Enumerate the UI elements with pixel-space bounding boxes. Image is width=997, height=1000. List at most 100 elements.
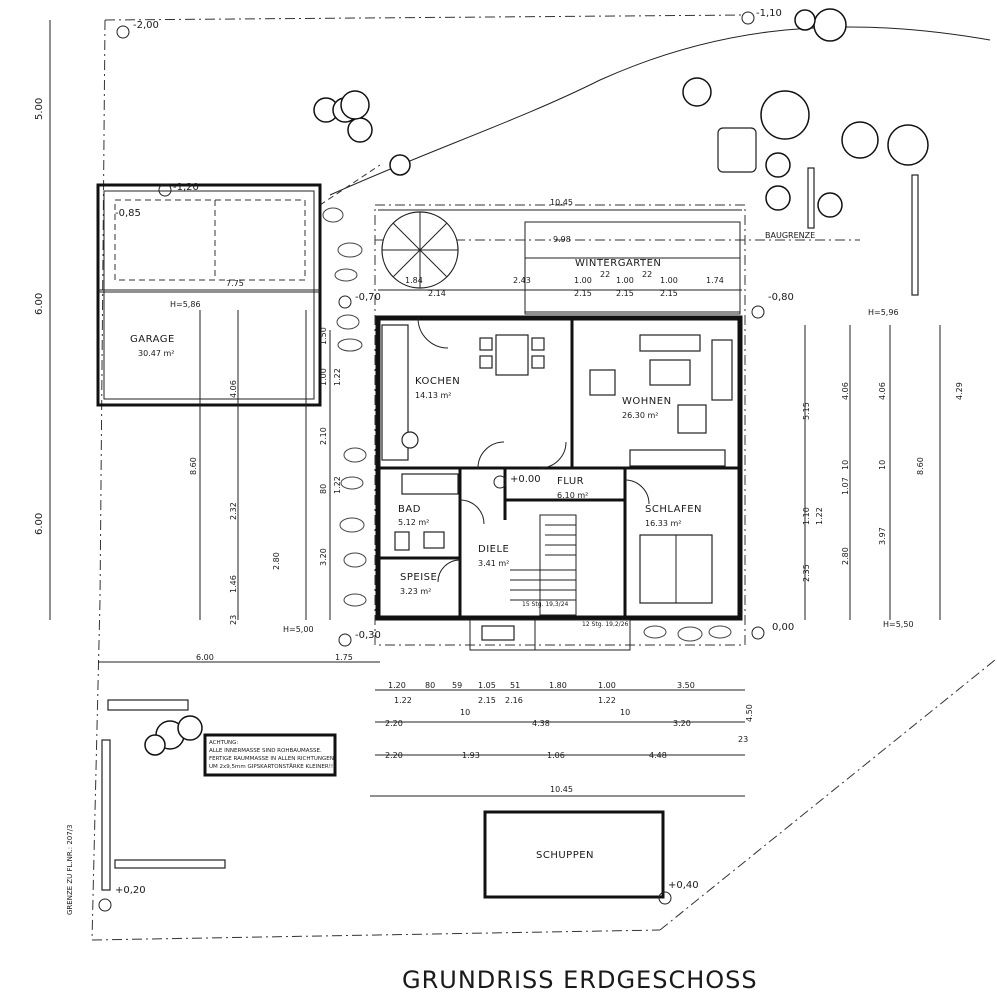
room-label-wintergarten: WINTERGARTEN xyxy=(575,258,661,269)
dimension-text: 2.15 xyxy=(616,289,634,298)
dimension-text: 4.29 xyxy=(955,382,964,400)
dimension-text: 2.35 xyxy=(802,564,811,582)
grenze-label: GRENZE ZU FL.NR.: 207/3 xyxy=(66,824,74,915)
dimension-text: 2.15 xyxy=(574,289,592,298)
dimension-text: 2.15 xyxy=(478,696,496,705)
dimension-text: 80 xyxy=(319,484,328,494)
dimension-text: 1.00 xyxy=(660,276,678,285)
dimension-text: 2.20 xyxy=(385,719,403,728)
room-area-diele: 3.41 m² xyxy=(478,559,509,568)
dimension-text: 80 xyxy=(425,681,435,690)
dimension-text: 23 xyxy=(738,735,748,744)
room-area-schlafen: 16.33 m² xyxy=(645,519,681,528)
height-label: H=5,86 xyxy=(170,300,201,309)
room-label-schlafen: SCHLAFEN xyxy=(645,504,702,515)
furniture xyxy=(381,324,733,641)
drawing-title: GRUNDRISS ERDGESCHOSS xyxy=(402,966,758,994)
dimension-text: 1.75 xyxy=(335,653,353,662)
dimension-text: 1.07 xyxy=(841,477,850,495)
dimension-text: 1.00 xyxy=(574,276,592,285)
height-label: H=5,96 xyxy=(868,308,899,317)
level-text: +0.00 xyxy=(510,474,541,485)
dimension-text: 1.22 xyxy=(815,507,824,525)
house-walls xyxy=(375,315,743,621)
dimension-text: 1.22 xyxy=(333,476,342,494)
dimension-text: 2.80 xyxy=(841,547,850,565)
stair-label: 15 Stg. 19,3/24 xyxy=(522,601,569,608)
baugrenze-label: BAUGRENZE xyxy=(765,231,815,240)
room-label-bad: BAD xyxy=(398,504,421,515)
property-boundary xyxy=(91,14,996,941)
note-text: UM 2x9,5mm GIPSKARTONSTÄRKE KLEINER!! xyxy=(209,763,333,770)
dimension-text: 10 xyxy=(460,708,470,717)
dimension-text: 2.20 xyxy=(385,751,403,760)
room-label-wohnen: WOHNEN xyxy=(622,396,672,407)
room-label-kochen: KOCHEN xyxy=(415,376,460,387)
dimension-text: 2.15 xyxy=(660,289,678,298)
dimension-text: 5.00 xyxy=(34,98,45,120)
dimension-text: 51 xyxy=(510,681,520,690)
room-label-schuppen: SCHUPPEN xyxy=(536,850,594,861)
dimension-texts: 10.45 9.98 7.75 1.84 2.14 2.43 1.00 22 1… xyxy=(34,98,964,794)
note-text: FERTIGE RAUMMASSE IN ALLEN RICHTUNGEN xyxy=(209,756,334,762)
dimension-text: 1.80 xyxy=(549,681,567,690)
dimension-text: 1.46 xyxy=(229,575,238,593)
dimension-text: 1.06 xyxy=(547,751,565,760)
stair-label: 12 Stg. 19,2/26 xyxy=(582,621,629,628)
dimension-text: 6.00 xyxy=(196,653,214,662)
dimension-text: 1.22 xyxy=(598,696,616,705)
dimension-text: 9.98 xyxy=(553,235,571,244)
dimension-text: 8.60 xyxy=(189,457,198,475)
dimension-text: 5.15 xyxy=(802,402,811,420)
dimension-text: 1.20 xyxy=(388,681,406,690)
garage xyxy=(96,183,322,407)
height-label: H=5,50 xyxy=(883,620,914,629)
dimension-text: 10 xyxy=(620,708,630,717)
dimension-text: 1.05 xyxy=(478,681,496,690)
room-area-bad: 5.12 m² xyxy=(398,518,429,527)
dimension-text: 1.22 xyxy=(333,368,342,386)
dimension-lines xyxy=(49,20,941,797)
dimension-text: 4.06 xyxy=(878,382,887,400)
dimension-text: 10.45 xyxy=(550,785,573,794)
dimension-text: 2.14 xyxy=(428,289,446,298)
level-text: -1,10 xyxy=(756,8,782,19)
level-text: +0,40 xyxy=(668,880,699,891)
dimension-text: 1.00 xyxy=(598,681,616,690)
dimension-text: 3.20 xyxy=(673,719,691,728)
dimension-text: 22 xyxy=(600,270,610,279)
dimension-text: 8.60 xyxy=(916,457,925,475)
dimension-text: 2.10 xyxy=(319,427,328,445)
note-text: ALLE INNERMASSE SIND ROHBAUMASSE. xyxy=(209,748,322,754)
level-text: +0,20 xyxy=(115,885,146,896)
level-text: -0,85 xyxy=(115,208,141,219)
dimension-text: 4.50 xyxy=(745,704,754,722)
dimension-text: 10 xyxy=(841,460,850,470)
baugrenze-line xyxy=(374,204,746,646)
dimension-text: 10.45 xyxy=(550,198,573,207)
dimension-text: 1.50 xyxy=(319,327,328,345)
room-label-speise: SPEISE xyxy=(400,572,437,583)
room-area-kochen: 14.13 m² xyxy=(415,391,451,400)
dimension-text: 2.16 xyxy=(505,696,523,705)
dimension-text: 1.00 xyxy=(319,368,328,386)
level-markers xyxy=(98,11,765,912)
room-area-garage: 30.47 m² xyxy=(138,349,174,358)
room-label-flur: FLUR xyxy=(557,476,584,487)
dimension-text: 59 xyxy=(452,681,462,690)
stone-wall xyxy=(322,207,732,642)
staircase xyxy=(469,524,631,651)
dimension-text: 3.20 xyxy=(319,548,328,566)
dimension-text: 6.00 xyxy=(34,293,45,315)
dimension-text: 22 xyxy=(642,270,652,279)
room-area-wohnen: 26.30 m² xyxy=(622,411,658,420)
dimension-text: 2.43 xyxy=(513,276,531,285)
schuppen-shed xyxy=(483,810,665,899)
dimension-text: 1.22 xyxy=(394,696,412,705)
height-label: H=5,00 xyxy=(283,625,314,634)
wintergarten xyxy=(524,221,741,315)
dimension-text: 3.97 xyxy=(878,527,887,545)
level-text: -0,80 xyxy=(768,292,794,303)
dimension-text: 4.38 xyxy=(532,719,550,728)
